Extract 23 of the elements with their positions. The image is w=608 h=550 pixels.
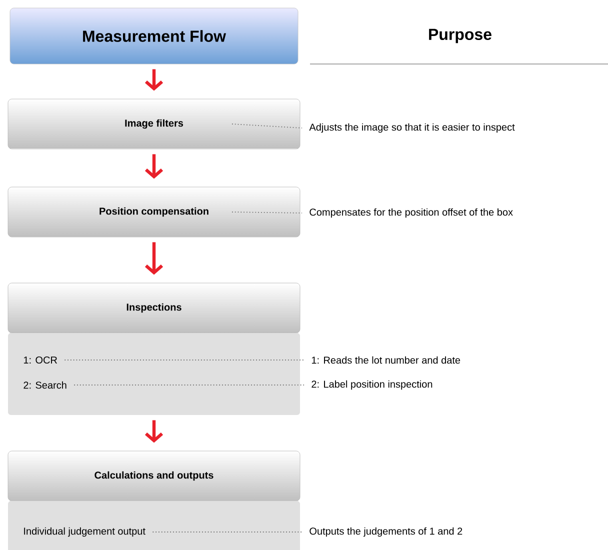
flow-arrow — [144, 420, 164, 443]
step-text: 2: Label position inspection — [312, 380, 432, 390]
step-text: 1: Reads the lot number and date — [312, 356, 460, 364]
title-box: Measurement Flow — [10, 8, 298, 64]
leader-line — [232, 212, 302, 214]
step-box: Position compensation — [8, 186, 300, 238]
step-panel — [8, 501, 300, 550]
step-text: Outputs the judgements of 1 and 2 — [310, 527, 462, 537]
flow-arrow — [144, 69, 164, 91]
step-text: 2: Search — [24, 381, 66, 389]
step-box: Image filters — [8, 98, 300, 150]
step-text: Compensates for the position offset of the box — [310, 208, 513, 218]
leader-line — [232, 124, 302, 128]
step-text: 1: OCR — [24, 356, 57, 364]
step-box: Inspections — [8, 282, 300, 334]
leader-line — [74, 384, 304, 386]
flow-arrow — [144, 242, 164, 275]
step-text: Adjusts the image so that it is easier to inspect — [309, 123, 515, 133]
step-panel — [8, 333, 300, 415]
step-text: Individual judgement output — [24, 527, 146, 537]
flow-arrow — [144, 154, 164, 179]
step-box: Calculations and outputs — [8, 450, 300, 502]
column-heading: Purpose — [429, 28, 492, 44]
